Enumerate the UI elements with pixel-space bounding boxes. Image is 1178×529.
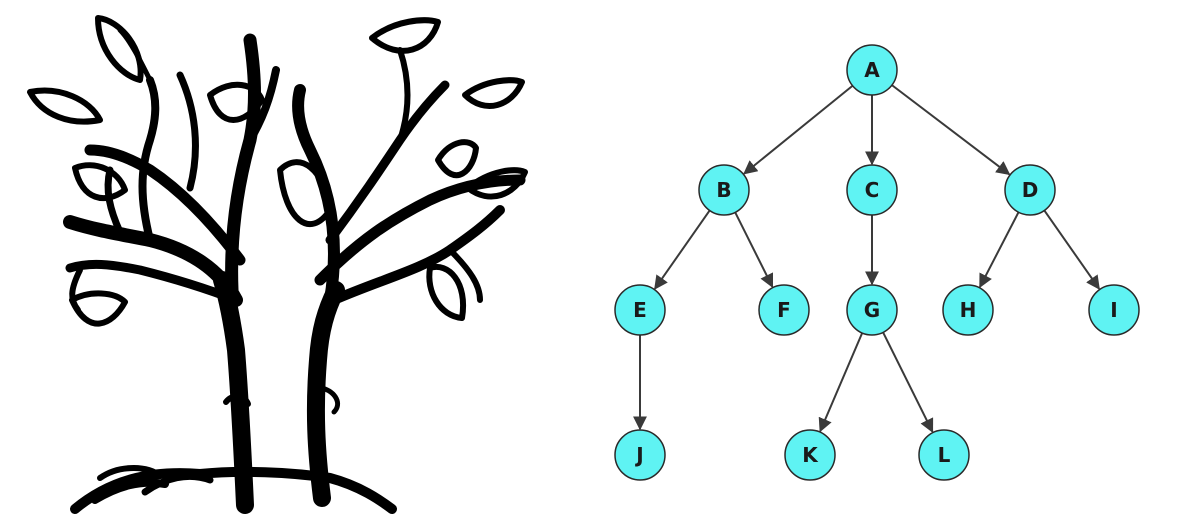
node-e: E xyxy=(614,284,666,336)
node-c: C xyxy=(846,164,898,216)
node-h: H xyxy=(942,284,994,336)
leaf xyxy=(435,139,479,179)
edge-d-h xyxy=(979,211,1020,289)
edge-d-i xyxy=(1043,209,1100,290)
node-circle xyxy=(846,164,898,216)
edge-g-l xyxy=(882,331,934,433)
leaf xyxy=(426,263,467,321)
leaf xyxy=(69,290,128,327)
node-d: D xyxy=(1004,164,1056,216)
node-label: I xyxy=(1110,298,1117,322)
node-circle xyxy=(918,429,970,481)
node-label: H xyxy=(960,298,977,322)
node-k: K xyxy=(784,429,836,481)
edge-g-k xyxy=(818,332,864,433)
leaf xyxy=(462,77,525,109)
node-circle xyxy=(698,164,750,216)
tree-diagram: A B C D E F G H I J K L xyxy=(614,44,1140,481)
leaf xyxy=(97,465,163,481)
leaf xyxy=(95,15,144,83)
node-label: F xyxy=(777,298,791,322)
leaf xyxy=(369,17,441,54)
node-b: B xyxy=(698,164,750,216)
node-label: B xyxy=(716,178,731,202)
node-i: I xyxy=(1088,284,1140,336)
leaf xyxy=(277,159,333,227)
leaf xyxy=(72,162,128,201)
node-label: J xyxy=(634,443,643,467)
node-label: K xyxy=(802,443,819,467)
leaf xyxy=(207,81,265,123)
node-circle xyxy=(1088,284,1140,336)
node-j: J xyxy=(614,429,666,481)
node-circle xyxy=(614,284,666,336)
node-circle xyxy=(614,429,666,481)
node-label: A xyxy=(864,58,880,82)
node-label: C xyxy=(865,178,880,202)
edges xyxy=(633,84,1100,433)
node-label: L xyxy=(938,443,951,467)
node-a: A xyxy=(846,44,898,96)
node-l: L xyxy=(918,429,970,481)
node-label: G xyxy=(864,298,880,322)
node-circle xyxy=(846,284,898,336)
node-circle xyxy=(758,284,810,336)
node-circle xyxy=(942,284,994,336)
tree-illustration xyxy=(27,15,528,514)
node-circle xyxy=(784,429,836,481)
edge-b-f xyxy=(734,211,774,288)
leaf xyxy=(27,87,103,125)
trunk xyxy=(213,271,254,514)
leaf xyxy=(465,167,528,200)
edge-a-d xyxy=(891,84,1011,176)
node-circle xyxy=(846,44,898,96)
node-f: F xyxy=(758,284,810,336)
node-g: G xyxy=(846,284,898,336)
node-label: D xyxy=(1022,178,1039,202)
node-label: E xyxy=(633,298,647,322)
node-circle xyxy=(1004,164,1056,216)
edge-b-e xyxy=(654,209,711,290)
nodes: A B C D E F G H I J K L xyxy=(614,44,1140,481)
edge-a-b xyxy=(743,84,854,175)
